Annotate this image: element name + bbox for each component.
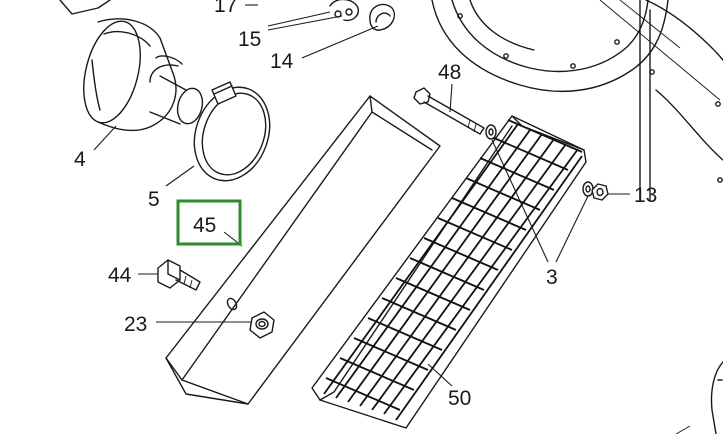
clamp-part-5 [193,81,271,182]
leader-3b [555,195,589,263]
callout-45[interactable]: 45 [193,214,216,237]
callout-13[interactable]: 13 [634,184,657,207]
callout-4[interactable]: 4 [74,148,86,171]
callout-17[interactable]: 17 [214,0,237,17]
washer-part-3 [485,124,594,197]
top-left-bracket [59,0,111,15]
leader-15b [267,15,343,31]
callout-23[interactable]: 23 [124,313,147,336]
leader-4 [93,125,117,151]
leader-14 [301,25,379,59]
fan-housing [431,0,723,201]
mesh-part-50 [311,115,587,429]
callout-48[interactable]: 48 [438,61,461,84]
leader-15a [267,11,331,27]
leader-48 [449,83,453,113]
callout-5[interactable]: 5 [148,188,160,211]
highlight-box-45 [176,199,242,246]
nut-part-23 [249,311,275,339]
bolt-part-48 [413,87,485,135]
bottom-right-fragment [675,361,723,434]
filter-part-4 [83,18,204,132]
callout-50[interactable]: 50 [448,387,471,410]
callout-3[interactable]: 3 [546,266,558,289]
leader-5 [165,165,195,187]
callout-14[interactable]: 14 [270,50,294,73]
leader-50 [427,363,453,387]
callout-44[interactable]: 44 [108,264,132,287]
circlip-part-14 [329,0,396,31]
callout-15[interactable]: 15 [238,28,261,51]
nut-part-13 [591,183,609,201]
bolt-part-44 [157,259,201,291]
plate-part-45 [165,95,441,405]
